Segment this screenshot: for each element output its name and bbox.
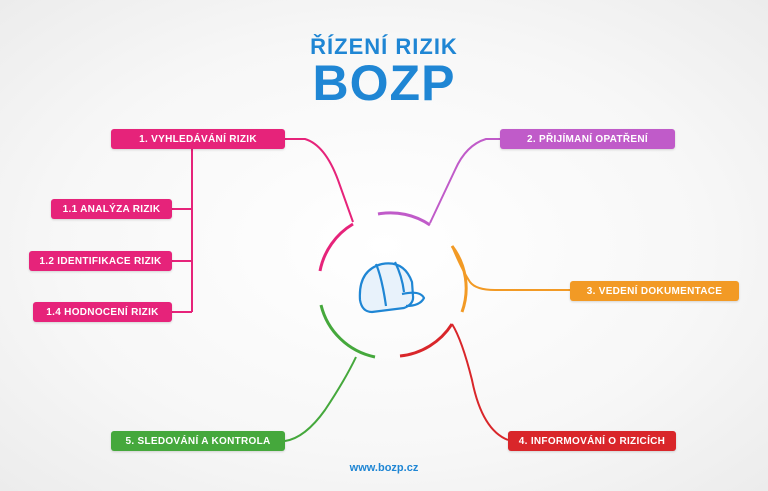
branch-vyhledavani [285,138,354,223]
branch-sledovani [284,356,357,442]
node-analyza: 1.1 ANALÝZA RIZIK [51,199,172,219]
ring-arc-purple [377,211,431,227]
node-dokumentace: 3. VEDENÍ DOKUMENTACE [570,281,739,301]
node-vyhledavani: 1. VYHLEDÁVÁNÍ RIZIK [111,129,285,149]
node-identifikace: 1.2 IDENTIFIKACE RIZIK [29,251,172,271]
branch-informovani [451,323,509,441]
node-hodnoceni: 1.4 HODNOCENÍ RIZIK [33,302,172,322]
ring-arc-red [399,323,454,358]
title-line-2: BOZP [312,55,456,111]
node-sledovani: 5. SLEDOVÁNÍ A KONTROLA [111,431,285,451]
node-prijimani: 2. PŘIJÍMANÍ OPATŘENÍ [500,129,675,149]
branch-subitems [172,147,193,313]
ring-arc-pink [318,222,354,272]
hard-hat-icon [358,261,426,314]
node-informovani: 4. INFORMOVÁNÍ O RIZICÍCH [508,431,676,451]
footer-url: www.bozp.cz [349,462,419,474]
branch-dokumentace [451,245,570,291]
title-line-1: ŘÍZENÍ RIZIK [310,34,458,59]
ring-arc-orange [450,245,468,313]
branch-prijimani [429,138,500,224]
ring-arc-green [319,304,376,359]
